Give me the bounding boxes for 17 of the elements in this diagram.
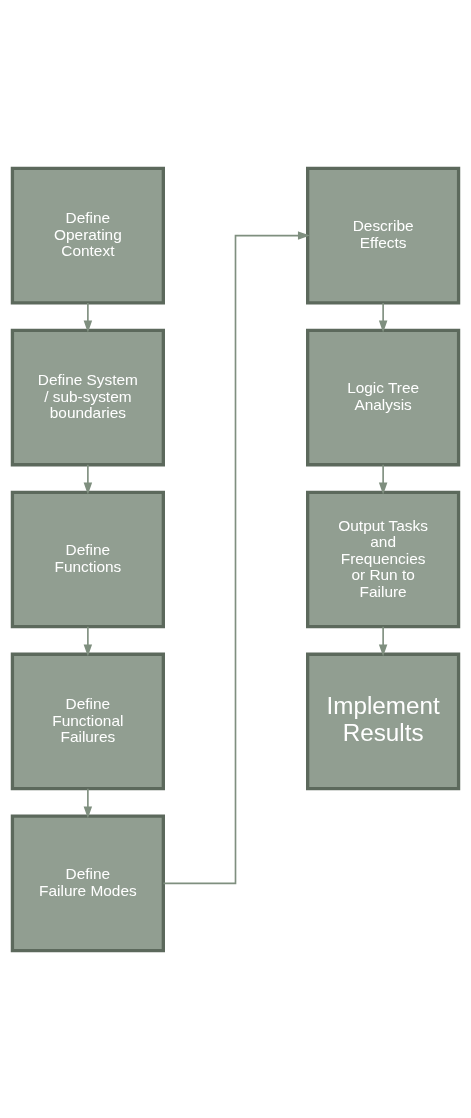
node-box: Logic Tree Analysis — [306, 328, 461, 466]
node-box: Define Functional Failures — [10, 652, 165, 790]
arrow — [83, 463, 93, 495]
arrow — [378, 625, 388, 657]
node-box: Define Functions — [10, 490, 165, 628]
node-box: Define System / sub-system boundaries — [10, 328, 165, 466]
arrow — [83, 787, 93, 819]
arrow — [83, 301, 93, 333]
node-box: Define Operating Context — [10, 166, 165, 304]
node-box: Define Failure Modes — [10, 814, 165, 952]
node-box: Output Tasks and Frequencies or Run to Failure — [306, 490, 461, 628]
arrow — [83, 625, 93, 657]
node-box: Implement Results — [306, 652, 461, 790]
arrow — [162, 230, 311, 884]
arrow — [378, 463, 388, 495]
arrow — [378, 301, 388, 333]
node-box: Describe Effects — [306, 166, 461, 304]
